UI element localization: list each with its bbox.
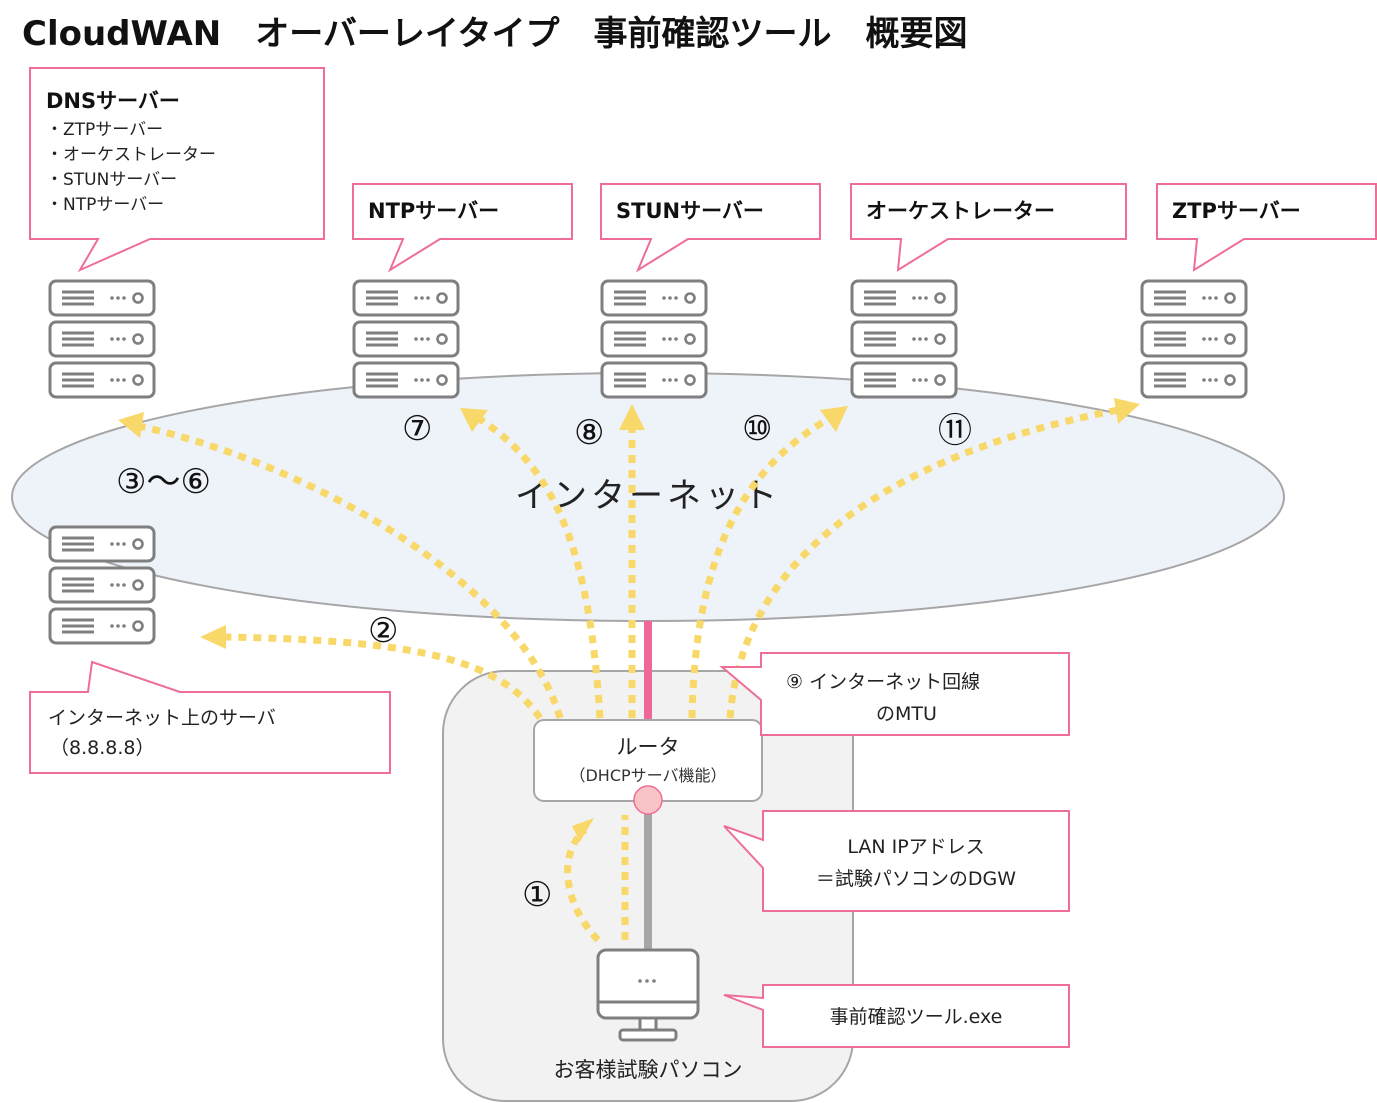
customer-pc-label: お客様試験パソコン — [554, 1058, 743, 1082]
arrowhead — [572, 818, 594, 842]
mtu-callout-line1: ⑨ インターネット回線 — [786, 671, 980, 693]
arrow-step-10 — [688, 414, 832, 719]
arrowhead — [118, 412, 144, 438]
dns-callout-item: ・NTPサーバー — [46, 195, 164, 215]
step-number-8: ⑧ — [574, 413, 604, 453]
exe-callout-label: 事前確認ツール.exe — [830, 1006, 1003, 1028]
arrow-step-1 — [564, 827, 601, 943]
stun-server-callout: STUNサーバー — [600, 183, 821, 273]
stun-server-icon — [602, 281, 706, 397]
lan-ip-callout-line1: LAN IPアドレス — [847, 836, 984, 858]
dns-server-icon — [50, 281, 154, 397]
ztp-server-callout: ZTPサーバー — [1156, 183, 1377, 272]
ztp-server-icon — [1142, 281, 1246, 397]
step-number-1: ① — [522, 875, 552, 915]
arrowhead — [820, 406, 848, 432]
stun-callout-label: STUNサーバー — [616, 199, 764, 223]
ntp-callout-label: NTPサーバー — [368, 199, 499, 223]
arrow-step-3-6 — [137, 422, 564, 719]
page-title: CloudWAN オーバーレイタイプ 事前確認ツール 概要図 — [22, 14, 968, 54]
step-number-10: ⑩ — [742, 409, 772, 449]
step-number-7: ⑦ — [402, 409, 432, 449]
arrowhead — [460, 408, 488, 432]
dns-callout-item: ・ZTPサーバー — [46, 120, 163, 140]
ztp-callout-label: ZTPサーバー — [1172, 199, 1301, 223]
step-number-2: ② — [368, 611, 398, 651]
router-sublabel: （DHCPサーバ機能） — [569, 766, 726, 785]
dns-callout-item: ・オーケストレーター — [46, 145, 216, 165]
orchestrator-callout-label: オーケストレーター — [866, 199, 1055, 223]
lan-ip-callout: LAN IPアドレス ＝試験パソコンのDGW — [723, 810, 1070, 912]
orchestrator-server-icon — [852, 281, 956, 397]
ntp-server-callout: NTPサーバー — [352, 183, 573, 273]
internet-server-icon — [50, 527, 154, 643]
ntp-server-icon — [354, 281, 458, 397]
internet-server-callout: インターネット上のサーバ （8.8.8.8） — [29, 660, 391, 774]
dns-callout-item: ・STUNサーバー — [46, 170, 177, 190]
orchestrator-callout: オーケストレーター — [850, 183, 1127, 272]
arrowhead — [200, 625, 226, 649]
dns-callout-title: DNSサーバー — [46, 89, 180, 113]
mtu-callout: ⑨ インターネット回線 のMTU — [719, 652, 1070, 736]
arrowhead — [619, 404, 645, 430]
arrowhead — [1114, 398, 1140, 424]
step-number-3-6: ③〜⑥ — [116, 462, 211, 502]
exe-callout: 事前確認ツール.exe — [723, 984, 1070, 1048]
mtu-callout-line2: のMTU — [876, 703, 937, 725]
router-label: ルータ — [617, 735, 680, 759]
lan-ip-callout-line2: ＝試験パソコンのDGW — [816, 868, 1016, 890]
internet-server-label: インターネット上のサーバ — [48, 707, 276, 729]
dns-server-callout: DNSサーバー ・ZTPサーバー ・オーケストレーター ・STUNサーバー ・N… — [29, 67, 325, 273]
internet-server-address: （8.8.8.8） — [50, 737, 154, 759]
lan-port — [633, 785, 663, 815]
router-box: ルータ （DHCPサーバ機能） — [533, 719, 763, 802]
arrow-step-11 — [726, 406, 1119, 719]
customer-pc-icon — [596, 948, 700, 1042]
step-number-11: ⑪ — [938, 411, 972, 451]
